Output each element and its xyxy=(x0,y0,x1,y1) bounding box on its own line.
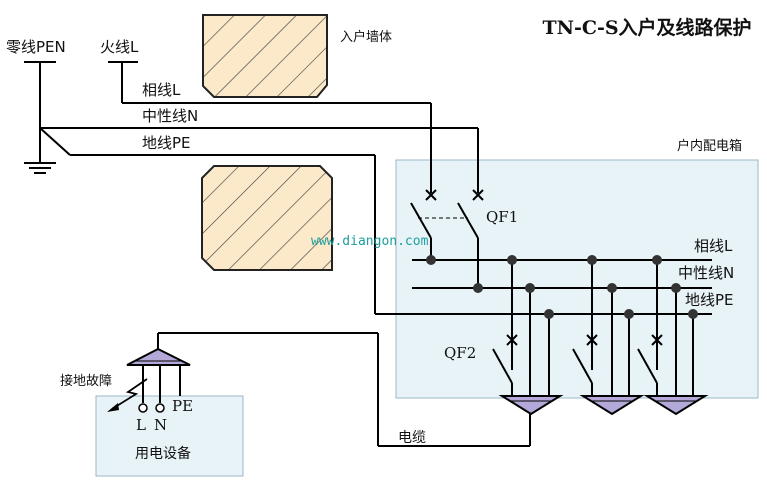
label-qf2: QF2 xyxy=(444,344,476,362)
diagram-title: TN-C-S入户及线路保护 xyxy=(542,16,751,39)
terminal-n xyxy=(155,403,165,413)
label-distribution-box: 户内配电箱 xyxy=(677,138,742,154)
fault-arrow-icon xyxy=(107,378,148,412)
label-pen-source: 零线PEN xyxy=(6,38,66,56)
label-ground-line: 地线PE xyxy=(142,134,191,152)
label-neutral-line: 中性线N xyxy=(142,107,198,125)
label-l-source: 火线L xyxy=(100,38,139,56)
terminal-l xyxy=(138,403,148,413)
label-bus-n: 中性线N xyxy=(678,264,734,282)
outlet-3 xyxy=(643,395,709,416)
label-device: 用电设备 xyxy=(135,445,191,462)
wall-lower xyxy=(201,165,333,271)
wall-upper xyxy=(202,14,328,98)
label-bus-l: 相线L xyxy=(694,237,733,255)
label-phase-line: 相线L xyxy=(142,81,181,99)
watermark: www.diangon.com xyxy=(311,234,429,249)
device-plug xyxy=(126,347,191,366)
label-bus-pe: 地线PE xyxy=(685,291,734,309)
junction-nodes xyxy=(426,255,698,319)
label-device-l: L xyxy=(136,416,146,434)
label-cable: 电缆 xyxy=(398,430,426,446)
outlet-2 xyxy=(579,395,645,416)
label-ground-fault: 接地故障 xyxy=(60,373,112,389)
outlet-1 xyxy=(498,395,564,416)
label-device-pe: PE xyxy=(172,397,193,415)
breaker-contacts xyxy=(425,189,663,346)
wiring xyxy=(24,61,712,447)
device-box xyxy=(95,395,244,477)
label-device-n: N xyxy=(154,416,167,434)
label-qf1: QF1 xyxy=(486,208,518,226)
label-wall: 入户墙体 xyxy=(340,29,392,45)
outlets xyxy=(498,395,709,416)
distribution-box xyxy=(395,159,759,399)
